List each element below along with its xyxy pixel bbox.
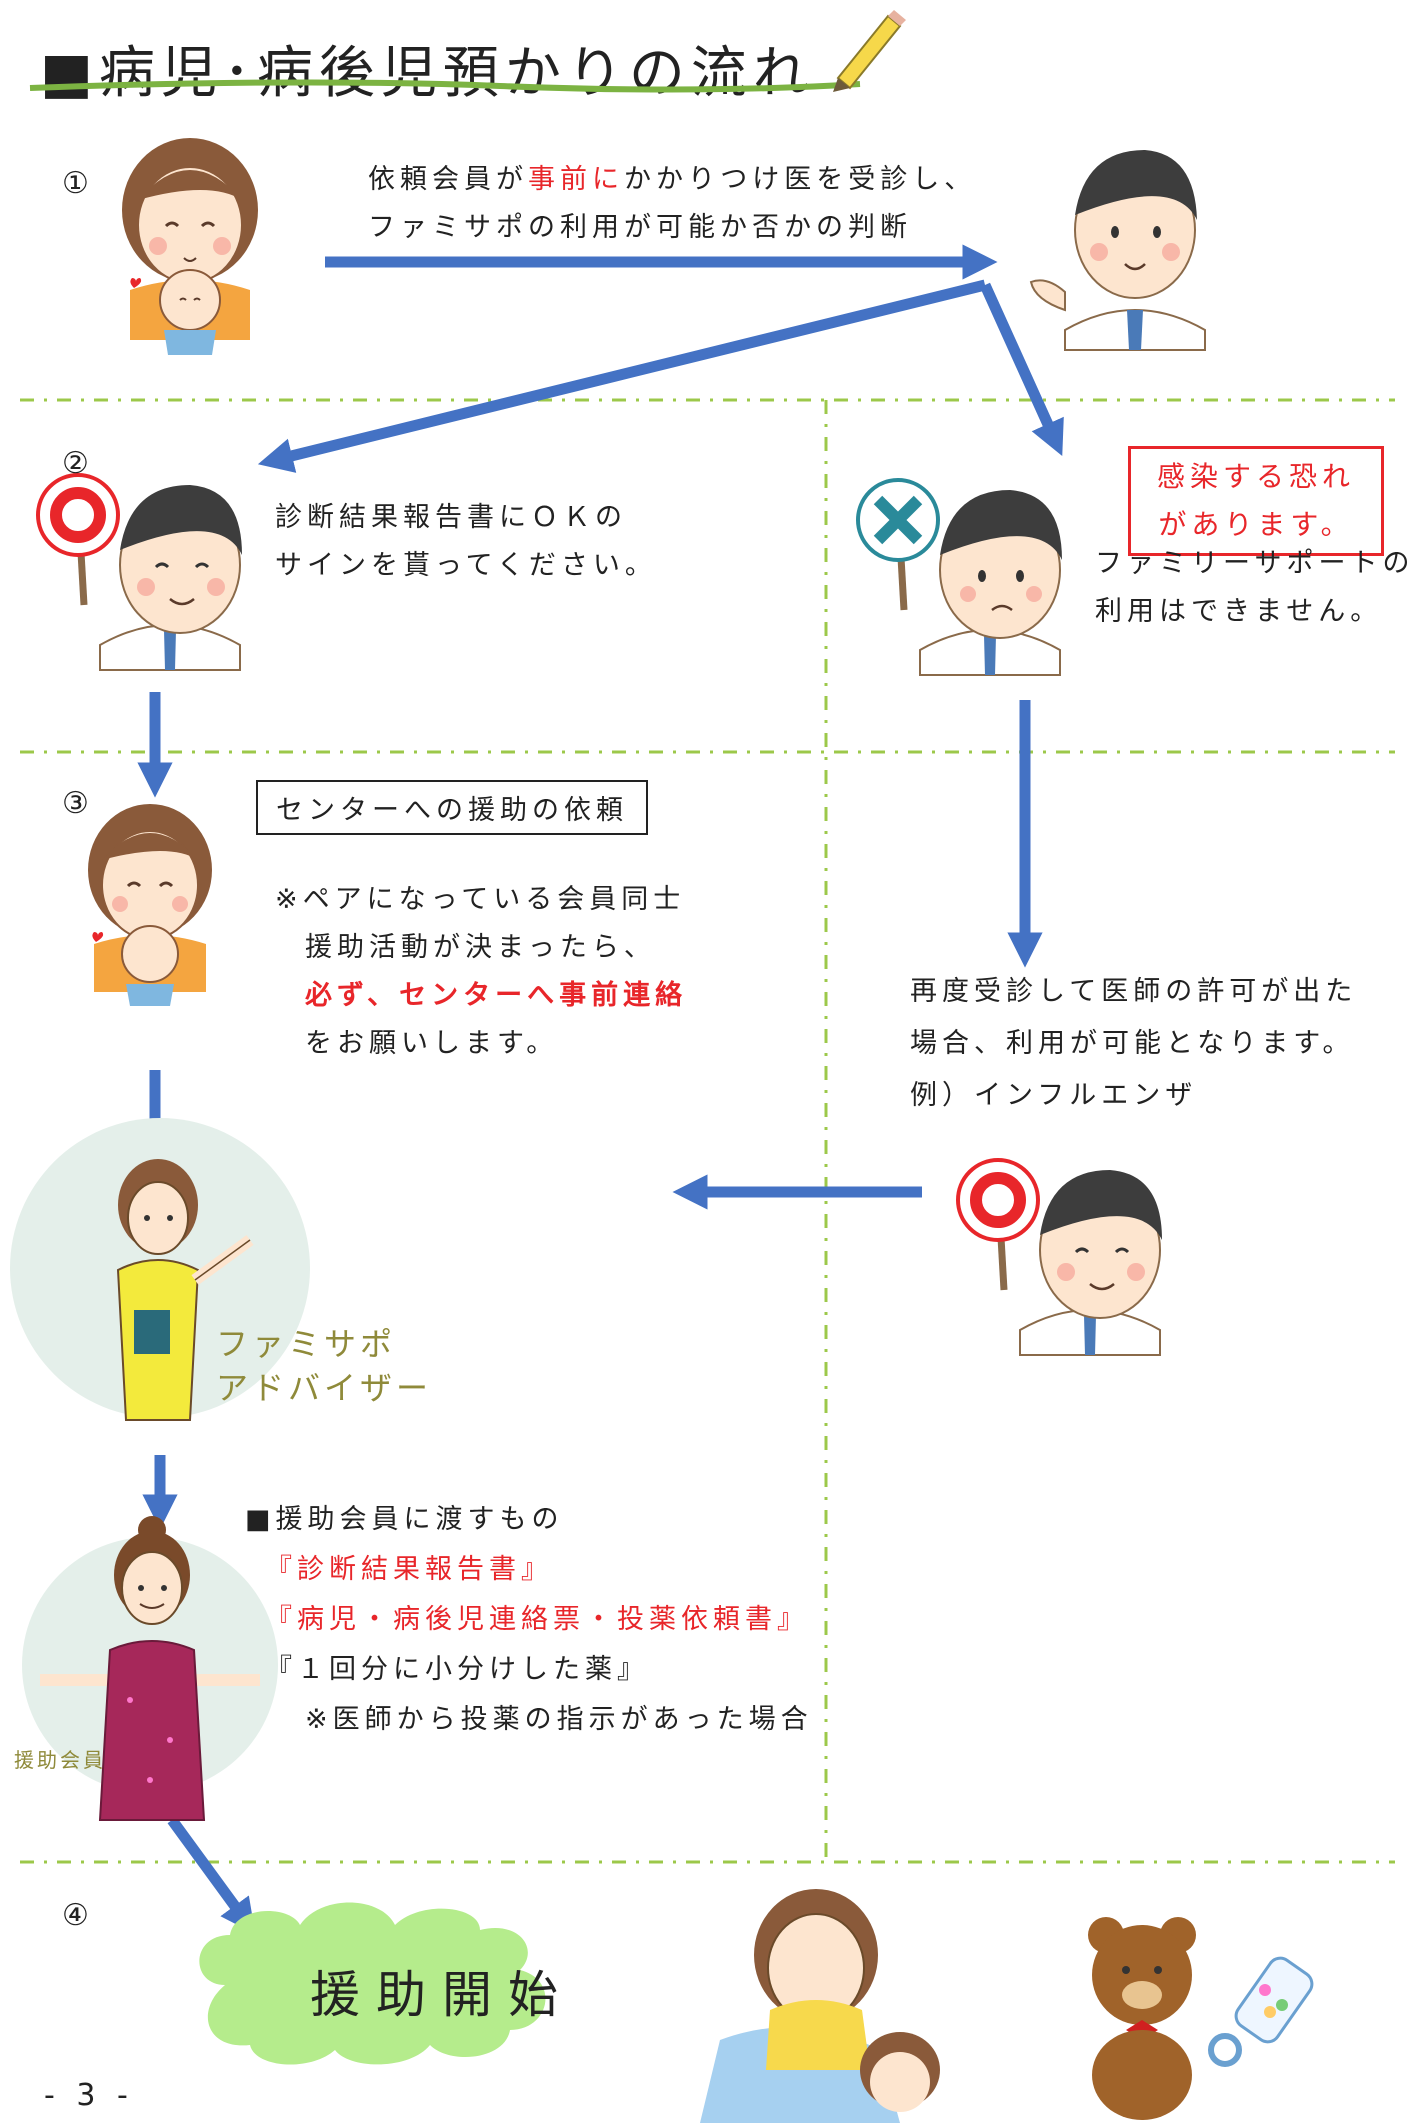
step1-number: ① — [62, 166, 89, 201]
warning-line2: があります。 — [1158, 508, 1354, 541]
support-start-label: 援助開始 — [310, 1966, 574, 2024]
step4-number: ④ — [62, 1898, 89, 1933]
advisor-label-line2: アドバイザー — [216, 1369, 433, 1407]
handover-item1: 『診断結果報告書』 — [265, 1554, 553, 1585]
advisor-label-line1: ファミサポ — [216, 1325, 397, 1363]
step1-line1: 依頼会員が事前にかかりつけ医を受診し、 — [368, 156, 976, 204]
cloud-shape — [199, 1902, 546, 2065]
doctor-ng-sign-icon — [856, 478, 1062, 676]
member-label: 援助会員 — [14, 1748, 106, 1772]
doctor-ok-sign-retry-icon — [956, 1158, 1162, 1356]
warning-line1: 感染する恐れ — [1157, 460, 1356, 493]
mother-with-baby-step3-icon — [88, 804, 212, 1006]
step3-number: ③ — [62, 786, 89, 821]
retry-line1: 再度受診して医師の許可が出た — [910, 976, 1358, 1007]
rattle-icon — [1208, 1956, 1314, 2067]
handover-note: ※医師から投薬の指示があった場合 — [305, 1704, 813, 1735]
mother-with-baby-icon — [122, 138, 258, 355]
step3-line4: をお願いします。 — [305, 1028, 559, 1059]
title-underline — [29, 79, 861, 93]
retry-line2: 場合、利用が可能となります。 — [910, 1028, 1355, 1059]
step2-number: ② — [62, 446, 89, 481]
retry-line3: 例）インフルエンザ — [910, 1080, 1198, 1111]
arrow-doctor-to-ok — [257, 279, 987, 473]
ng-line2: 利用はできません。 — [1095, 596, 1383, 627]
request-box: センターへの援助の依頼 — [256, 780, 648, 835]
step3-line1: ※ペアになっている会員同士 — [275, 884, 686, 915]
step1-text-a: 依頼会員が — [368, 164, 528, 195]
ng-line1: ファミリーサポートの — [1095, 548, 1411, 579]
infection-warning-box: 感染する恐れ があります。 — [1128, 446, 1385, 556]
advisor-label: ファミサポ アドバイザー — [216, 1322, 432, 1410]
mother-caring-child-icon — [700, 1889, 940, 2123]
step2-line2: サインを貰ってください。 — [275, 550, 657, 581]
doctor-ok-sign-icon — [36, 473, 242, 671]
step1-line2: ファミサポの利用が可能か否かの判断 — [368, 212, 912, 243]
arrow-member-to-start — [167, 1816, 256, 1935]
step1-text-c: かかりつけ医を受診し、 — [624, 164, 977, 195]
handover-heading: ■援助会員に渡すもの — [245, 1504, 564, 1535]
arrow-doctor-to-ng — [979, 282, 1064, 457]
pencil-icon — [833, 10, 906, 92]
support-member-icon — [22, 1516, 278, 1821]
page-number: - 3 - — [44, 2078, 134, 2113]
advisor-icon — [10, 1118, 310, 1421]
step3-line3: 必ず、センターへ事前連絡 — [305, 980, 688, 1011]
teddy-bear-icon — [1088, 1917, 1196, 2120]
handover-item2: 『病児・病後児連絡票・投薬依頼書』 — [265, 1604, 809, 1635]
section-dividers — [20, 398, 1395, 1864]
handover-item3: 『１回分に小分けした薬』 — [265, 1654, 649, 1685]
step3-line2: 援助活動が決まったら、 — [305, 932, 656, 963]
step2-line1: 診断結果報告書にＯＫの — [275, 502, 627, 533]
step1-text-emph: 事前に — [528, 164, 624, 195]
doctor-icon — [1029, 150, 1206, 351]
page-title: ■病児･病後児預かりの流れ — [40, 41, 815, 106]
flow-arrows — [137, 244, 1064, 1935]
